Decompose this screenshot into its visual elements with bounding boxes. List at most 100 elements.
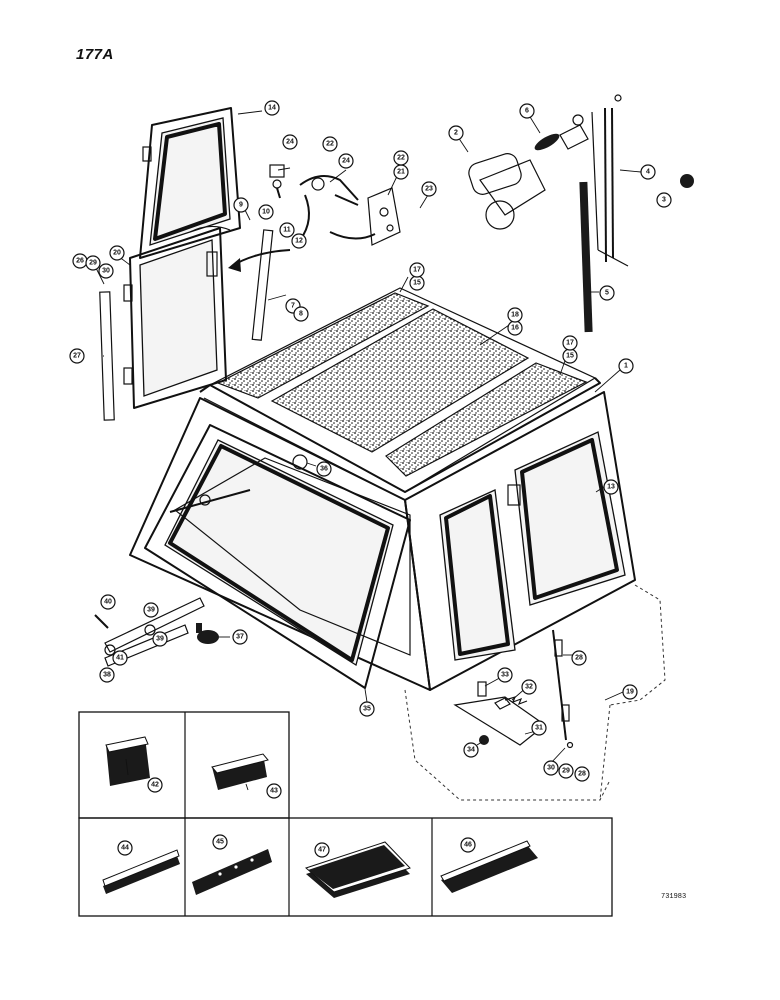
seal-44 <box>102 849 180 894</box>
svg-text:11: 11 <box>283 227 291 234</box>
svg-text:7: 7 <box>291 303 295 310</box>
lock-21 <box>367 187 401 246</box>
svg-text:43: 43 <box>270 788 278 795</box>
svg-text:19: 19 <box>626 689 634 696</box>
callout-39-upper: 39 <box>143 602 159 618</box>
svg-text:28: 28 <box>575 655 583 662</box>
svg-text:29: 29 <box>562 768 570 775</box>
callout-31: 31 <box>531 720 547 736</box>
svg-text:31: 31 <box>535 725 543 732</box>
callout-39-lower: 39 <box>152 631 168 647</box>
callout-8: 8 <box>293 306 309 322</box>
svg-text:34: 34 <box>467 747 475 754</box>
wiper-motor-2 <box>468 153 522 195</box>
seal-43 <box>211 753 269 790</box>
svg-text:4: 4 <box>646 169 650 176</box>
svg-text:39: 39 <box>156 636 164 643</box>
callout-30-left: 30 <box>98 263 114 279</box>
wiper-arm-4 <box>604 107 607 263</box>
callout-41: 41 <box>112 650 128 666</box>
gasket-6 <box>534 133 560 151</box>
callout-29-left: 29 <box>85 255 101 271</box>
wiper-blade-5 <box>579 181 593 333</box>
svg-text:30: 30 <box>102 268 110 275</box>
roof-panel-center <box>270 308 530 453</box>
svg-text:22: 22 <box>397 155 405 162</box>
callout-15-top: 15 <box>409 275 425 291</box>
callout-42: 42 <box>147 777 163 793</box>
callout-10: 10 <box>258 204 274 220</box>
callout-44: 44 <box>117 840 133 856</box>
svg-text:47: 47 <box>318 847 326 854</box>
roof-panel-left <box>216 292 430 399</box>
callout-20: 20 <box>109 245 125 261</box>
svg-text:21: 21 <box>397 169 405 176</box>
svg-text:44: 44 <box>121 845 129 852</box>
callout-34: 34 <box>463 742 479 758</box>
callout-22-right: 22 <box>393 150 409 166</box>
svg-text:10: 10 <box>262 209 270 216</box>
svg-text:40: 40 <box>104 599 112 606</box>
roof-panel-right <box>385 362 588 477</box>
svg-text:37: 37 <box>236 634 244 641</box>
callout-23: 23 <box>421 181 437 197</box>
window-frame-14 <box>139 107 241 259</box>
seal-42 <box>105 736 150 786</box>
callout-24-right: 24 <box>338 153 354 169</box>
parts-grid <box>78 711 613 917</box>
svg-text:2: 2 <box>454 130 458 137</box>
knob-36 <box>292 454 308 470</box>
callout-35: 35 <box>359 701 375 717</box>
svg-text:45: 45 <box>216 839 224 846</box>
callout-12: 12 <box>291 233 307 249</box>
seal-45 <box>192 849 272 895</box>
callout-36: 36 <box>316 461 332 477</box>
svg-text:17: 17 <box>566 340 574 347</box>
knob-3 <box>680 174 694 188</box>
callout-27: 27 <box>69 348 85 364</box>
callout-15-right: 15 <box>562 348 578 364</box>
svg-text:28: 28 <box>578 771 586 778</box>
page-number: 177A <box>76 46 114 63</box>
svg-text:15: 15 <box>413 280 421 287</box>
callout-3: 3 <box>656 192 672 208</box>
svg-text:20: 20 <box>113 250 121 257</box>
svg-text:41: 41 <box>116 655 124 662</box>
svg-text:15: 15 <box>566 353 574 360</box>
svg-text:13: 13 <box>607 484 615 491</box>
callout-11: 11 <box>279 222 295 238</box>
knob-37 <box>197 630 219 644</box>
callout-40: 40 <box>100 594 116 610</box>
svg-text:9: 9 <box>239 202 243 209</box>
callout-38: 38 <box>99 667 115 683</box>
rear-window-assembly <box>99 107 291 421</box>
svg-text:1: 1 <box>624 363 628 370</box>
callout-32: 32 <box>521 679 537 695</box>
callout-37: 37 <box>232 629 248 645</box>
cab-body <box>129 287 666 801</box>
callout-29-right: 29 <box>558 763 574 779</box>
svg-text:3: 3 <box>662 197 666 204</box>
svg-text:26: 26 <box>76 258 84 265</box>
callout-43: 43 <box>266 783 282 799</box>
prop-linkage <box>94 597 219 667</box>
seal-46 <box>440 840 538 893</box>
callout-17-top: 17 <box>409 262 425 278</box>
svg-text:16: 16 <box>511 325 519 332</box>
svg-text:12: 12 <box>295 238 303 245</box>
callout-16: 16 <box>507 320 523 336</box>
hinge-7 <box>251 229 274 341</box>
svg-text:42: 42 <box>151 782 159 789</box>
svg-text:17: 17 <box>413 267 421 274</box>
callout-1: 1 <box>618 358 634 374</box>
svg-text:38: 38 <box>103 672 111 679</box>
callout-22-left: 22 <box>322 136 338 152</box>
callout-24-left: 24 <box>282 134 298 150</box>
svg-text:27: 27 <box>73 353 81 360</box>
svg-text:23: 23 <box>425 186 433 193</box>
seal-47 <box>305 841 411 898</box>
callout-13: 13 <box>603 479 619 495</box>
handle-26 <box>329 231 376 240</box>
svg-text:14: 14 <box>268 105 276 112</box>
